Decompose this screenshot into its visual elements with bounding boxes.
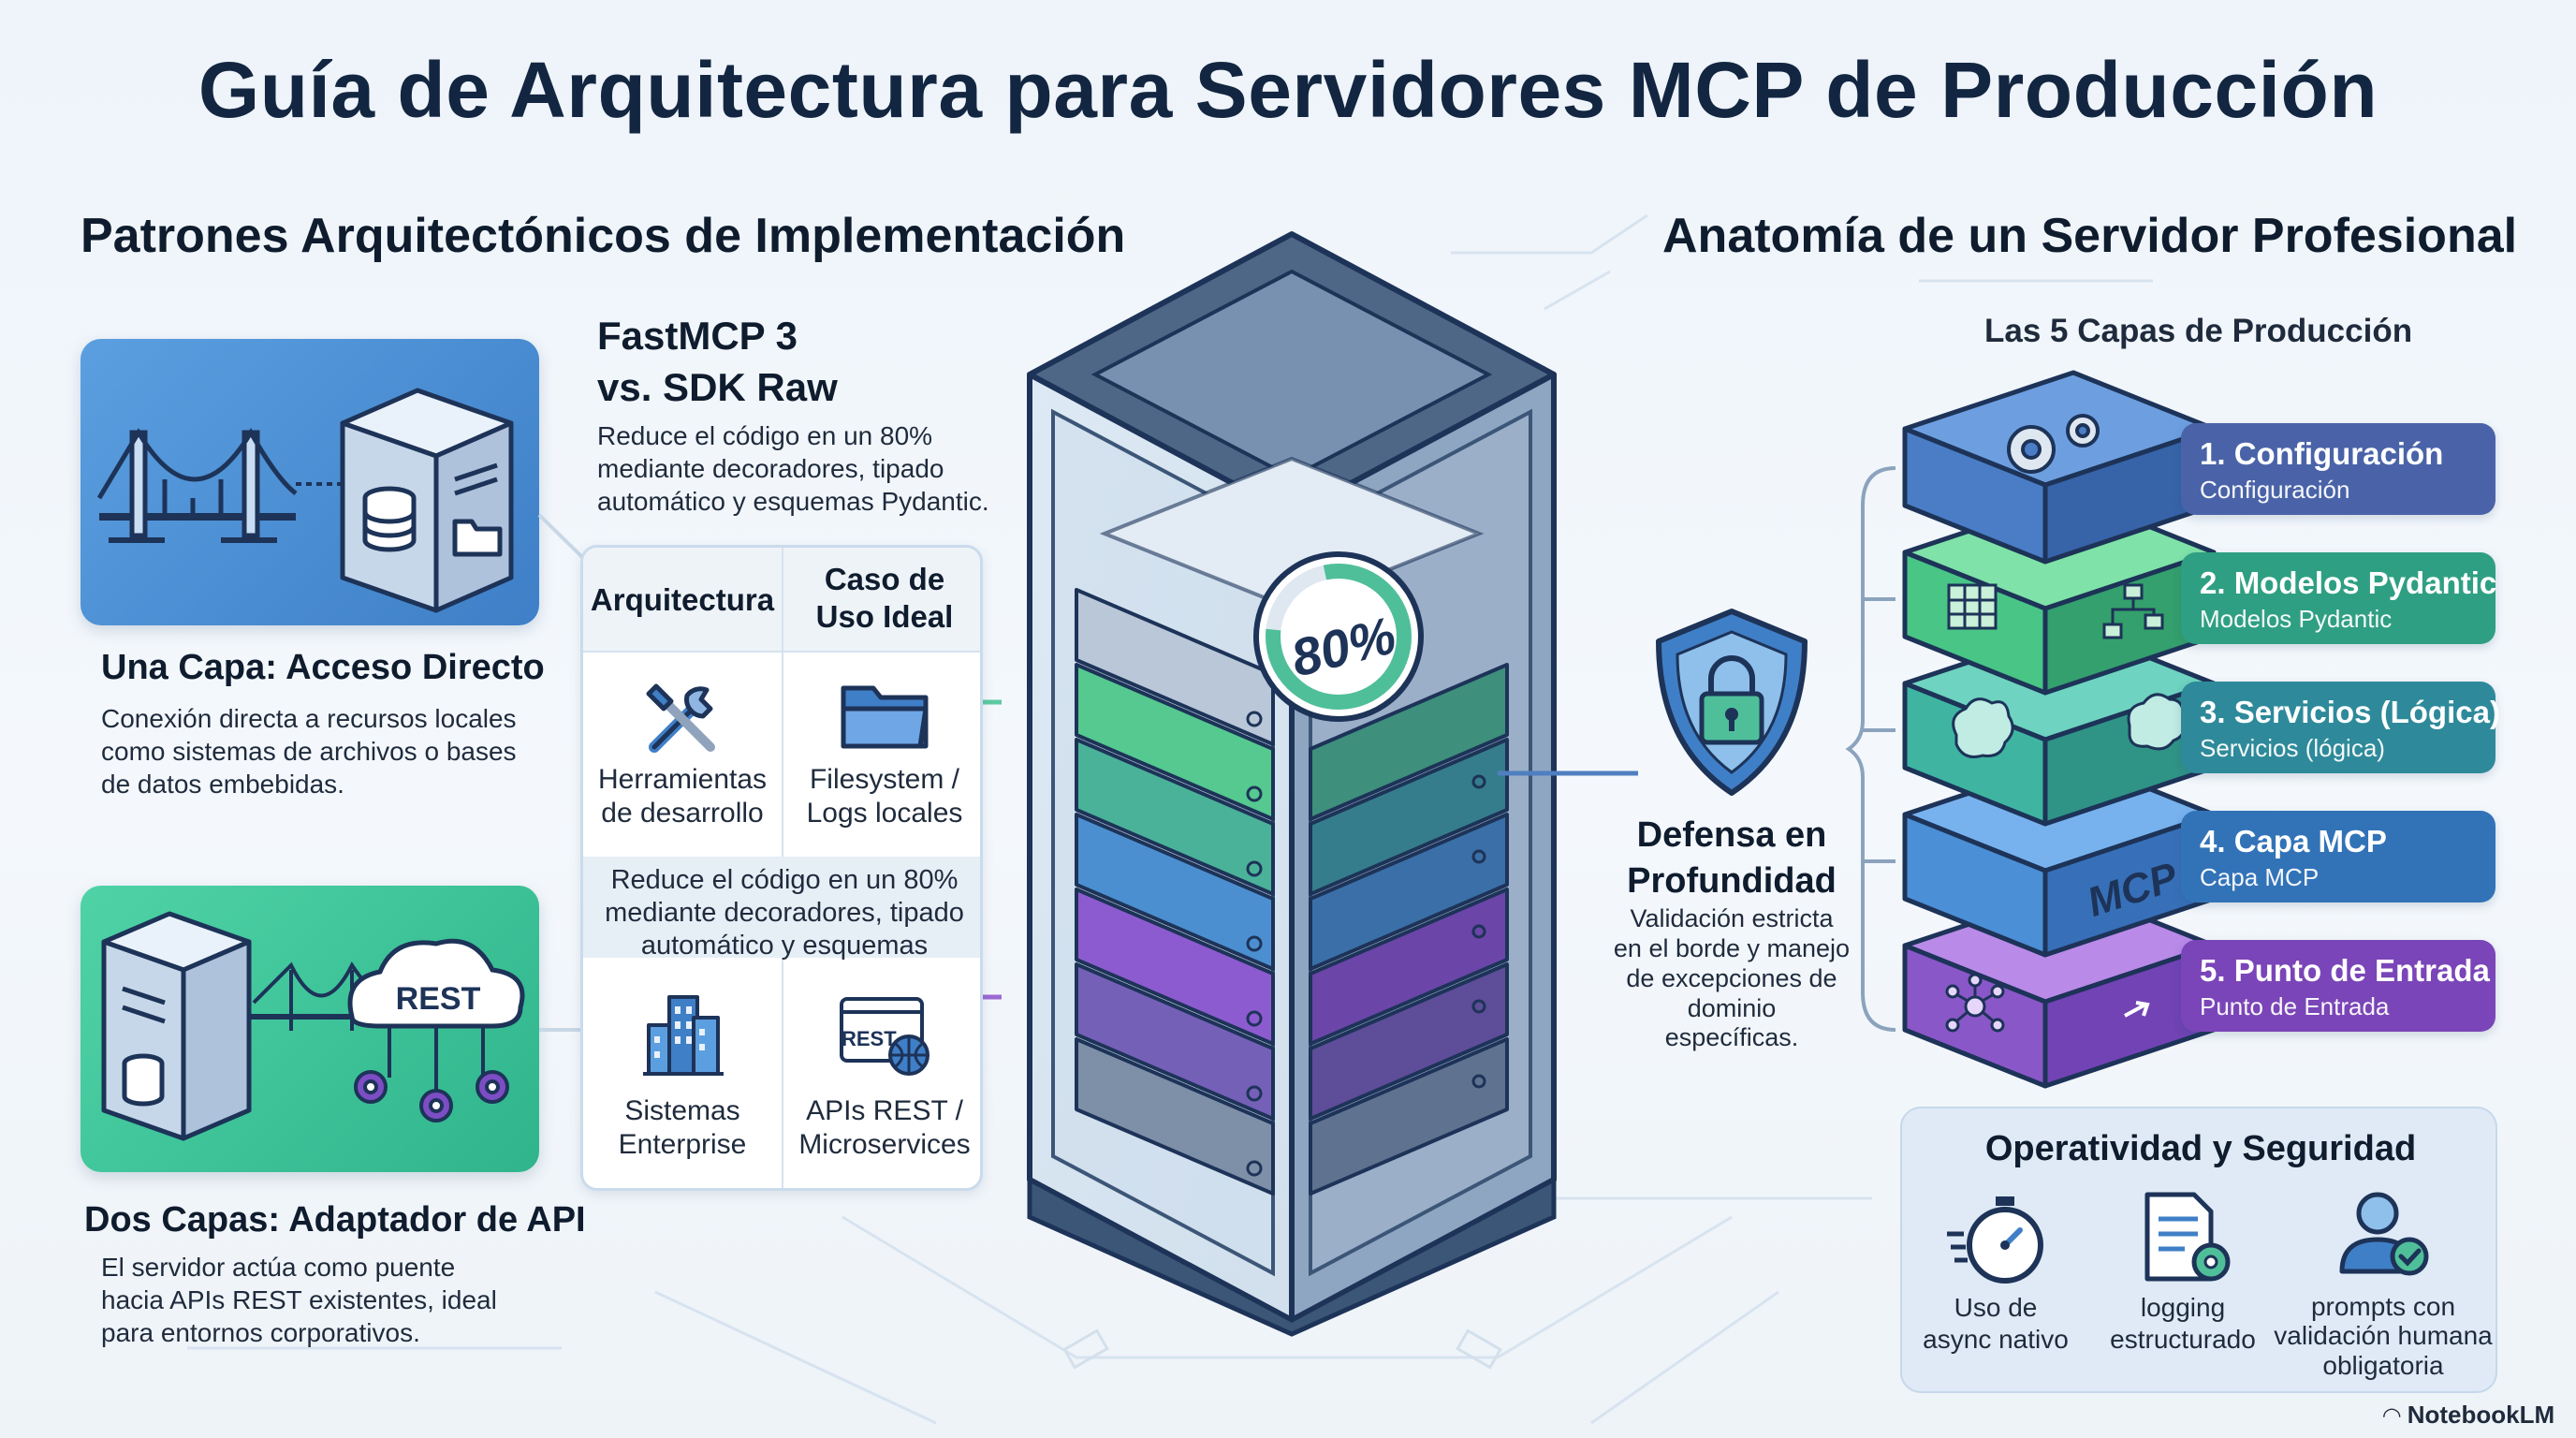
buildings-icon [643,995,724,1076]
one-layer-text: Conexión directa a recursos locales como… [101,704,517,799]
two-layers-text: El servidor actúa como puente hacia APIs… [101,1253,497,1347]
fastmcp-heading: FastMCP 3 vs. SDK Raw [597,314,838,409]
server-cube-icon [340,388,514,613]
table-r1-left: Herramientas de desarrollo [597,764,768,829]
table-middle-row [583,857,980,958]
ops-item-1-text: Uso de async nativo [1923,1293,2069,1354]
network-node-icon [1945,973,2005,1033]
one-layer-illustration [80,339,539,625]
rack-defense-connector [1498,770,1638,776]
layer-1-label: 1. Configuración Configuración [2181,423,2496,515]
bridge-icon [96,428,298,543]
two-layers-heading: Dos Capas: Adaptador de API [84,1200,586,1240]
defense-heading: Defensa en Profundidad [1627,815,1837,902]
brain-icon [1952,693,2187,758]
shield-lock-icon [1656,609,1808,796]
tools-icon [646,683,715,753]
defense-text: Validación estricta en el borde y manejo… [1613,904,1851,1052]
right-section-title: Anatomía de un Servidor Profesional [1662,209,2518,263]
gears-icon [2007,414,2100,474]
layer-5-label: 5. Punto de Entrada Punto de Entrada [2181,940,2496,1032]
server-tower-icon [101,911,252,1141]
fastmcp-text: Reduce el código en un 80% mediante deco… [597,421,989,516]
ops-item-3-text: prompts con validación humana obligatori… [2274,1292,2493,1380]
server-rack: 80% [1027,231,1557,1337]
stopwatch-icon [1947,1196,2043,1284]
notebooklm-logo: ◠ NotebookLM [2383,1401,2555,1429]
hierarchy-icon [2102,583,2164,639]
layer-4-label: 4. Capa MCP Capa MCP [2181,811,2496,902]
left-connectors [537,513,1002,1032]
ops-title: Operatividad y Seguridad [1984,1129,2417,1168]
table-r2-left: Sistemas Enterprise [618,1095,747,1160]
page-title: Guía de Arquitectura para Servidores MCP… [198,46,2378,134]
notebooklm-icon: ◠ [2383,1403,2401,1429]
one-layer-heading: Una Capa: Acceso Directo [101,648,545,687]
table-r1-right: Filesystem / Logs locales [806,764,963,829]
layer-3-label: 3. Servicios (Lógica) Servicios (lógica) [2181,682,2500,773]
layers-stack: MCP [1902,370,2217,1089]
ops-item-2-text: logging estructurado [2110,1293,2256,1354]
arrow-icon [2124,1001,2150,1018]
layer-2-label: 2. Modelos Pydantic Modelos Pydantic [2181,552,2496,644]
table-col-use-case: Caso de Uso Ideal [815,562,954,634]
table-col-architecture: Arquitectura [590,582,775,617]
table-r2-right: APIs REST / Microservices [798,1095,971,1160]
layers-title: Las 5 Capas de Producción [1984,313,2413,349]
folder-icon [841,685,929,749]
gears-icon [354,1070,509,1123]
user-check-icon [2339,1192,2429,1276]
document-gear-icon [2144,1192,2231,1282]
table-grid-icon [1947,583,1998,630]
layers-bracket [1845,466,1896,1032]
rest-api-badge: REST [842,1027,897,1050]
cloud-icon [347,938,525,1029]
ops-panel: Operatividad y Seguridad Uso de async na… [1900,1107,2497,1393]
gauge-80-icon [1253,551,1424,722]
left-section-title: Patrones Arquitectónicos de Implementaci… [80,209,1126,263]
rest-badge: REST [396,981,481,1017]
table-middle-text: Reduce el código en un 80% mediante deco… [605,865,964,961]
two-layers-illustration: REST [80,886,539,1172]
comparison-table: Arquitectura Caso de Uso Ideal Herramien… [580,545,983,1191]
rest-api-icon [840,997,929,1076]
